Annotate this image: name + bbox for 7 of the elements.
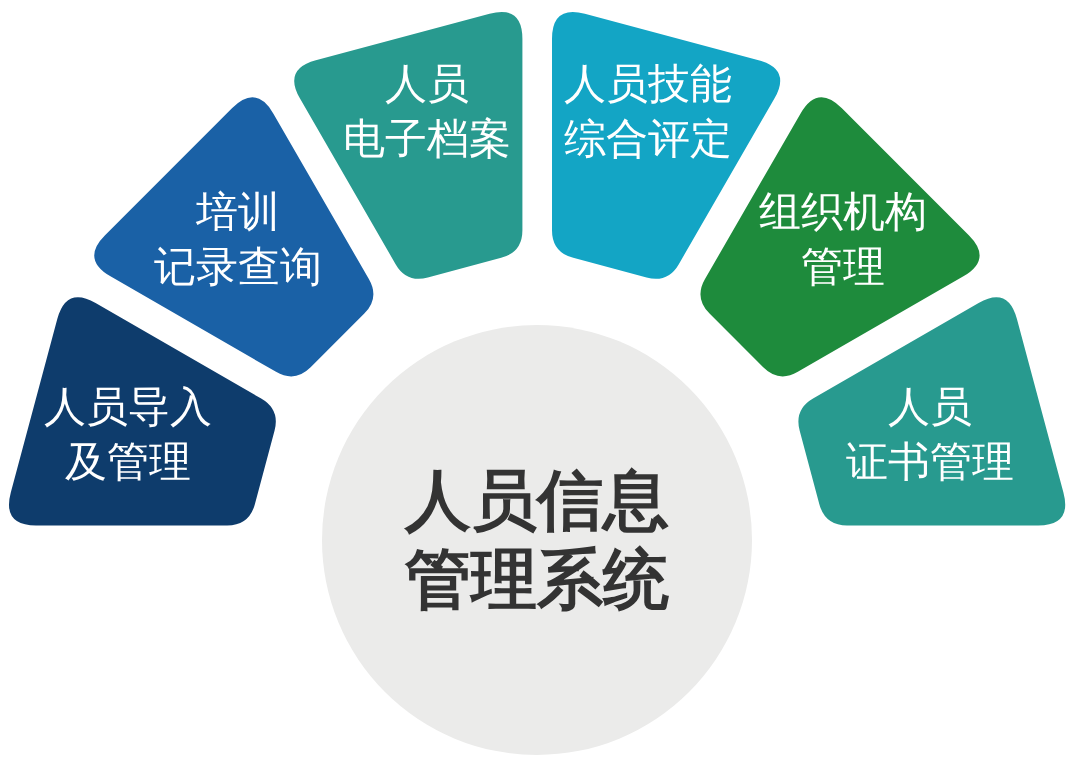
center-title: 人员信息管理系统	[403, 460, 670, 620]
segment-label: 人员电子档案	[343, 58, 511, 165]
segment-label: 人员导入及管理	[44, 381, 212, 488]
segment-label: 培训记录查询	[154, 186, 322, 293]
segment-label: 组织机构管理	[759, 186, 927, 293]
segment-label: 人员证书管理	[846, 381, 1014, 488]
segment-label: 人员技能综合评定	[564, 58, 732, 165]
